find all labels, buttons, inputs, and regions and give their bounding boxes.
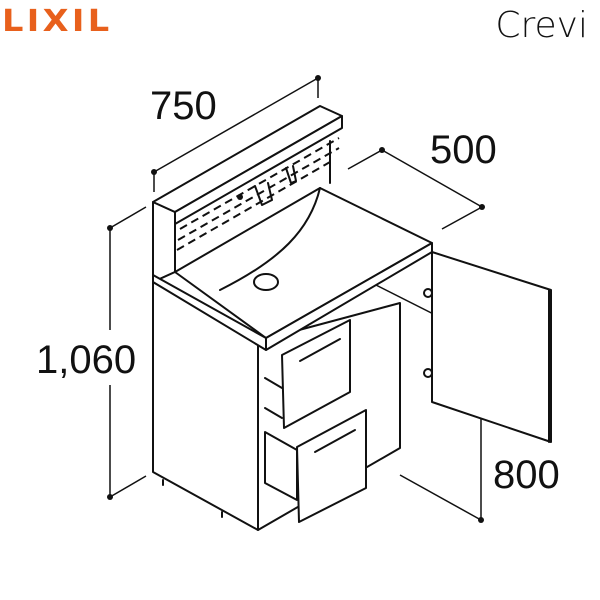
upper-drawer	[264, 319, 351, 429]
width-dimension-label: 750	[150, 84, 217, 128]
height-dimension-label: 1,060	[36, 338, 137, 382]
depth-dimension-line	[347, 147, 485, 230]
series-name: Crevi	[495, 5, 588, 46]
depth-dimension-label: 500	[430, 128, 497, 172]
open-door	[431, 251, 552, 443]
backsplash-shelf	[152, 105, 343, 283]
lower-drawer	[264, 409, 367, 523]
faucet	[237, 165, 297, 206]
lixil-logo: LIXIL	[2, 4, 113, 39]
height-dimension-line	[107, 206, 147, 500]
door-hinges	[423, 288, 433, 378]
width-dimension-line	[151, 75, 321, 192]
counter-height-dimension-label: 800	[493, 453, 560, 497]
